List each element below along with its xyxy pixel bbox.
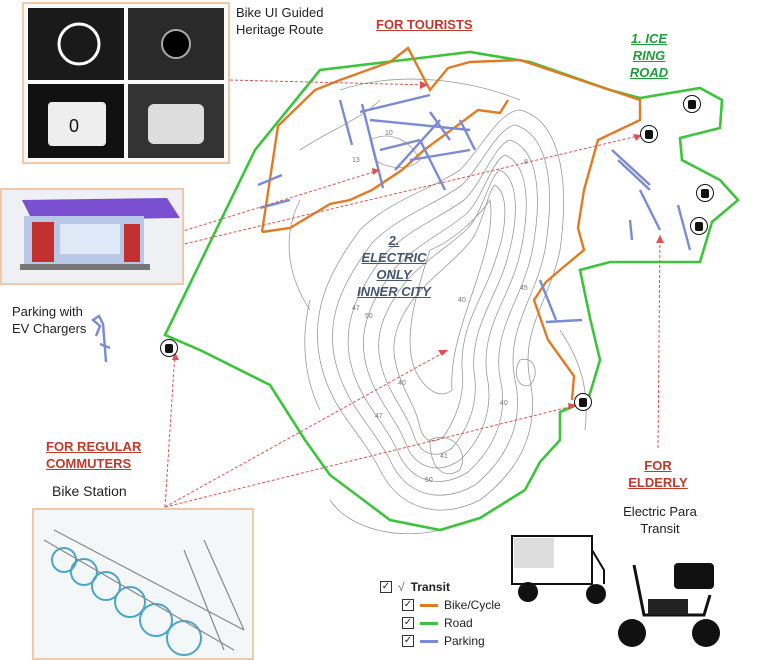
e-rickshaw-illustration — [511, 535, 606, 604]
contour-label: 50 — [425, 477, 433, 484]
bike-station-photo — [32, 508, 254, 660]
bike-station-illustration — [34, 510, 252, 658]
bus-stop-icon[interactable] — [683, 95, 701, 113]
contour-label: 47 — [375, 413, 383, 420]
connector-arrows — [164, 79, 661, 508]
contour-label: 40 — [458, 297, 466, 304]
legend-item[interactable]: ✓ Parking — [380, 632, 501, 650]
contour-label: 10 — [385, 130, 393, 137]
for-regular-commuters-heading: FOR REGULAR COMMUTERS — [46, 439, 142, 471]
arrow-heads — [172, 81, 664, 410]
bus-stop-icon[interactable] — [690, 217, 708, 235]
parking-ev-label: Parking with EV Chargers — [12, 304, 87, 336]
terrain-contours — [288, 78, 587, 535]
legend-item-label: Road — [444, 616, 473, 630]
ev-shelter-photo — [0, 188, 184, 285]
bike-ui-illustration: 0 — [28, 8, 224, 158]
electric-only-zone-label: 2. ELECTRIC ONLY INNER CITY — [357, 233, 431, 299]
contour-label: 50 — [365, 313, 373, 320]
bike-ui-label: Bike UI Guided Heritage Route — [236, 5, 324, 37]
checkbox-icon[interactable]: ✓ — [402, 599, 414, 611]
legend-title-row: ✓ √ Transit — [380, 578, 501, 596]
electric-para-transit-label: Electric Para Transit — [623, 504, 697, 536]
contour-label: 47 — [352, 305, 360, 312]
bike-station-label: Bike Station — [52, 483, 127, 499]
parking-swatch-icon — [420, 639, 438, 643]
legend-item[interactable]: ✓ Road — [380, 614, 501, 632]
checkbox-icon[interactable]: ✓ — [402, 635, 414, 647]
contour-label-group: 10 13 8 40 50 47 40 47 50 40 41 45 — [352, 130, 528, 484]
e-tricycle-illustration — [618, 563, 720, 647]
bus-stop-icon[interactable] — [640, 125, 658, 143]
map-legend: ✓ √ Transit ✓ Bike/Cycle ✓ Road ✓ Parkin… — [380, 578, 501, 650]
for-elderly-heading: FOR ELDERLY — [628, 458, 688, 490]
legend-item-label: Parking — [444, 634, 485, 648]
legend-item[interactable]: ✓ Bike/Cycle — [380, 596, 501, 614]
contour-label: 40 — [500, 400, 508, 407]
ice-ring-road-label: 1. ICE RING ROAD — [629, 31, 669, 80]
bus-stop-icon[interactable] — [574, 393, 592, 411]
road-swatch-icon — [420, 621, 438, 625]
bike-ui-photo: 0 — [22, 2, 230, 164]
ev-shelter-illustration — [2, 190, 182, 283]
svg-text:0: 0 — [69, 116, 79, 136]
bike-route — [260, 46, 642, 401]
checkbox-icon[interactable]: ✓ — [380, 581, 392, 593]
bus-stop-icon[interactable] — [160, 339, 178, 357]
contour-label: 13 — [352, 157, 360, 164]
bus-stop-icon[interactable] — [696, 184, 714, 202]
contour-label: 40 — [398, 380, 406, 387]
contour-label: 45 — [520, 285, 528, 292]
checkbox-icon[interactable]: ✓ — [402, 617, 414, 629]
legend-title: Transit — [410, 580, 450, 594]
expand-icon: √ — [398, 580, 405, 594]
bike-swatch-icon — [420, 603, 438, 607]
legend-item-label: Bike/Cycle — [444, 598, 501, 612]
contour-label: 41 — [440, 453, 448, 460]
parking-lines — [91, 93, 692, 363]
for-tourists-heading: FOR TOURISTS — [376, 17, 473, 32]
